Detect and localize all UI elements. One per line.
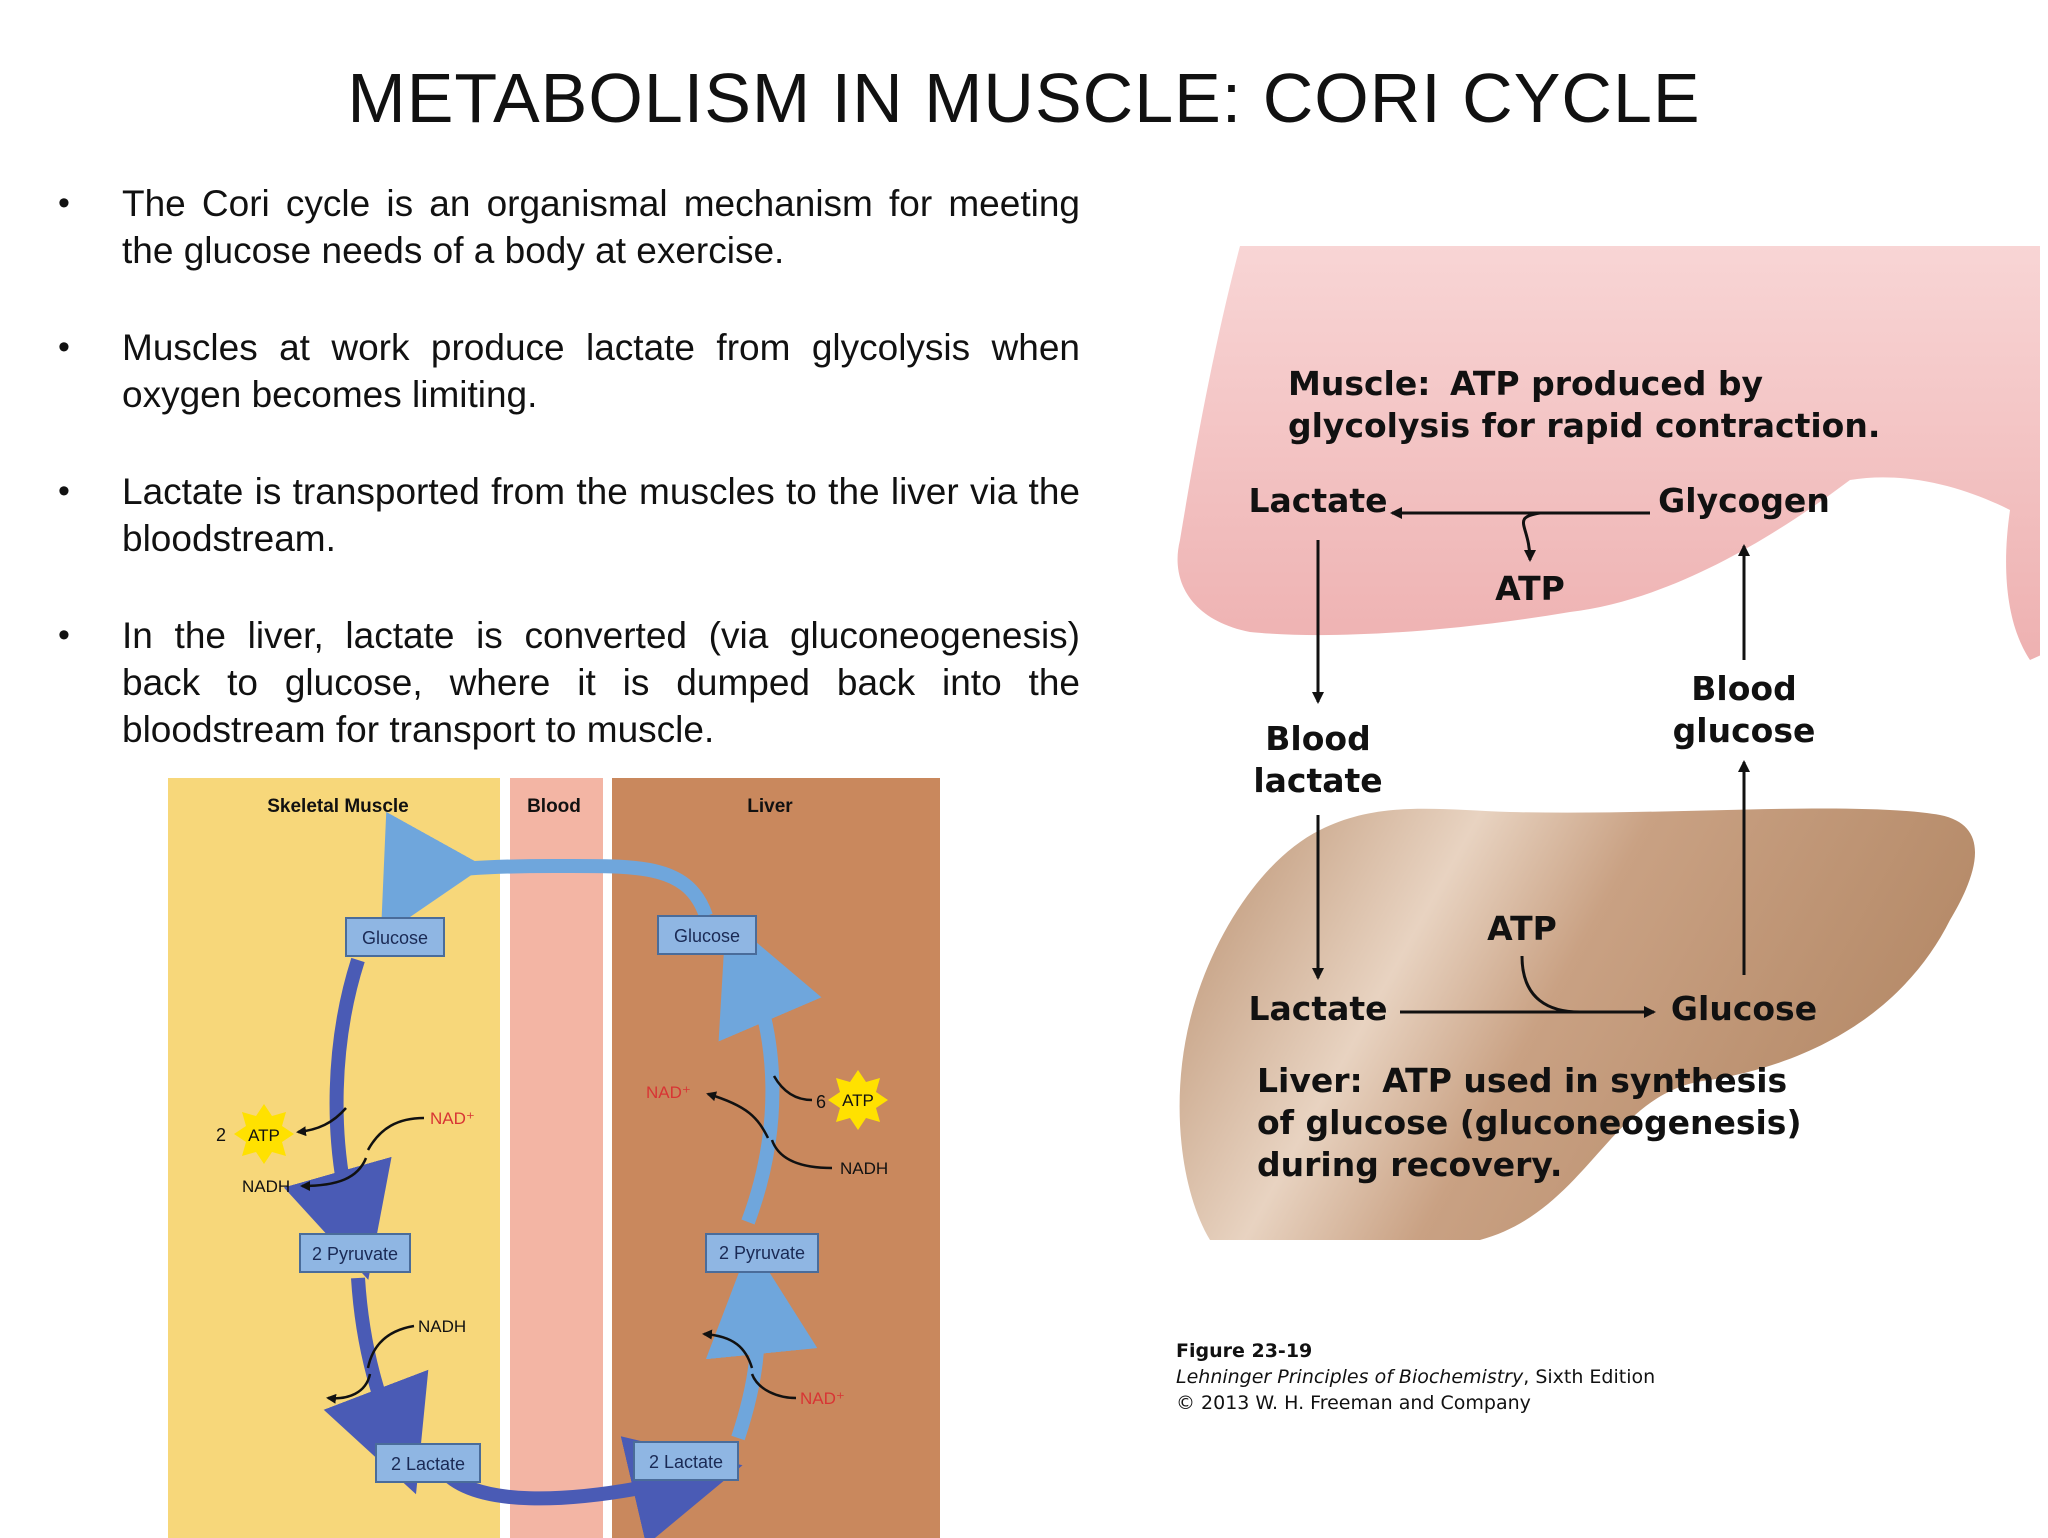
muscle-nadh-in-arrow: [366, 1324, 415, 1369]
muscle-pyruvate-box: [299, 1233, 411, 1273]
blood-column-label: Blood: [527, 796, 581, 817]
liver-lactate-to-pyruvate-arrow: [705, 1242, 818, 1441]
liver-nad-out-arrow: [706, 1091, 770, 1139]
glycogen-label: Glycogen: [1658, 481, 1830, 520]
svg-text:Liver: ATP used in synthes: Liver: ATP used in synthesis: [1257, 1061, 1787, 1100]
glucose-return-arrow: [380, 811, 713, 937]
bullet-item: • Muscles at work produce lactate from g…: [50, 324, 1080, 418]
figure-source: Lehninger Principles of Biochemistry, Si…: [1176, 1364, 1655, 1390]
atp-produced-arrow: [1522, 511, 1541, 562]
blood-glucose-line1: Blood: [1691, 669, 1796, 708]
muscle-atp-star-icon: [234, 1104, 294, 1164]
liver-column-label: Liver: [747, 796, 793, 817]
liver-pyruvate-label: 2 Pyruvate: [719, 1243, 805, 1263]
muscle-title-bold: Muscle:: [1288, 364, 1430, 403]
liver-atp-star-icon: [828, 1070, 888, 1130]
bullet-item: • In the liver, lactate is converted (vi…: [50, 612, 1080, 753]
bullet-dot-icon: •: [58, 328, 70, 366]
muscle-title-line2: glycolysis for rapid contraction.: [1288, 406, 1880, 445]
liver-pyruvate-box: [705, 1233, 819, 1273]
slide-title: METABOLISM IN MUSCLE: CORI CYCLE: [347, 59, 1701, 137]
lactate-bottom-label: Lactate: [1248, 989, 1387, 1028]
bullet-text: Muscles at work produce lactate from gly…: [122, 327, 1080, 415]
figure-number: Figure 23-19: [1176, 1340, 1313, 1362]
muscle-lactate-box: [375, 1443, 481, 1483]
liver-lactate-box: [633, 1441, 739, 1481]
bullet-text: Lactate is transported from the muscles …: [122, 471, 1080, 559]
bullet-text: In the liver, lactate is converted (via …: [122, 615, 1080, 750]
muscle-nad-label: NAD⁺: [430, 1109, 475, 1128]
blood-region: [510, 778, 603, 1538]
liver-nadh-label: NADH: [840, 1159, 888, 1178]
liver-glucose-box: [657, 915, 757, 955]
bullet-list: • The Cori cycle is an organismal mechan…: [50, 180, 1080, 803]
book-title: Lehninger Principles of Biochemistry: [1176, 1366, 1524, 1388]
muscle-column-label: Skeletal Muscle: [267, 796, 409, 817]
muscle-atp-arrow: [296, 1107, 347, 1137]
liver-nad-in-label: NAD⁺: [800, 1389, 845, 1408]
bullet-text: The Cori cycle is an organismal mechanis…: [122, 183, 1080, 271]
liver-title-line3: during recovery.: [1257, 1145, 1562, 1184]
muscle-pyruvate-to-lactate-arrow: [323, 1277, 429, 1495]
liver-illustration: [1179, 808, 1975, 1240]
liver-title-line2: of glucose (gluconeogenesis): [1257, 1103, 1802, 1142]
figure-copyright: © 2013 W. H. Freeman and Company: [1176, 1392, 1531, 1414]
liver-nadh-out-arrow: [702, 1329, 754, 1369]
muscle-nadh-out-label: NADH: [242, 1177, 290, 1196]
liver-region: [612, 778, 940, 1538]
figure-caption: Figure 23-19 Lehninger Principles of Bio…: [1176, 1338, 1655, 1416]
lehninger-cori-cycle-figure: Muscle: ATP produced by glycolysis for r…: [1177, 246, 2040, 1240]
liver-nad-in-arrow: [750, 1373, 797, 1400]
muscle-illustration: [1177, 246, 2040, 660]
atp-top-label: ATP: [1495, 569, 1565, 608]
bullet-item: • The Cori cycle is an organismal mechan…: [50, 180, 1080, 274]
bullet-dot-icon: •: [58, 472, 70, 510]
liver-nad-label: NAD⁺: [646, 1083, 691, 1102]
bullet-dot-icon: •: [58, 616, 70, 654]
liver-title-bold: Liver:: [1257, 1061, 1363, 1100]
glucose-bottom-label: Glucose: [1671, 989, 1817, 1028]
blood-lactate-line2: lactate: [1253, 761, 1382, 800]
muscle-lactate-label: 2 Lactate: [391, 1454, 465, 1474]
blood-lactate-line1: Blood: [1265, 719, 1370, 758]
muscle-glucose-box: [345, 917, 445, 957]
muscle-atp-label: ATP: [248, 1126, 280, 1145]
book-edition: , Sixth Edition: [1523, 1366, 1656, 1388]
liver-nadh-in-arrow: [770, 1139, 833, 1170]
liver-glucose-label: Glucose: [674, 926, 740, 946]
svg-text:Muscle: ATP produced by: Muscle: ATP produced by: [1288, 364, 1763, 403]
muscle-pyruvate-label: 2 Pyruvate: [312, 1244, 398, 1264]
liver-title-rest: ATP used in synthesis: [1382, 1061, 1787, 1100]
muscle-nadh-out-arrow: [300, 1157, 368, 1191]
muscle-atp-count: 2: [216, 1125, 226, 1145]
bullet-item: • Lactate is transported from the muscle…: [50, 468, 1080, 562]
liver-atp-label: ATP: [842, 1091, 874, 1110]
muscle-nad-out-arrow: [326, 1373, 372, 1404]
lactate-top-label: Lactate: [1248, 481, 1387, 520]
liver-atp-arrow: [772, 1075, 813, 1102]
muscle-glucose-label: Glucose: [362, 928, 428, 948]
liver-lactate-label: 2 Lactate: [649, 1452, 723, 1472]
atp-bottom-label: ATP: [1487, 909, 1557, 948]
liver-atp-count: 6: [816, 1092, 826, 1112]
muscle-title-rest: ATP produced by: [1450, 364, 1763, 403]
bullet-dot-icon: •: [58, 184, 70, 222]
blood-glucose-line2: glucose: [1673, 711, 1816, 750]
liver-gluconeogenesis-arrow: [718, 916, 822, 1225]
muscle-glycolysis-arrow: [283, 957, 392, 1280]
muscle-nad-arrow: [366, 1116, 425, 1151]
muscle-nadh-in-label: NADH: [418, 1317, 466, 1336]
cori-cycle-compartment-diagram: Skeletal Muscle Blood Liver Glucose 2 Py…: [168, 778, 940, 1538]
